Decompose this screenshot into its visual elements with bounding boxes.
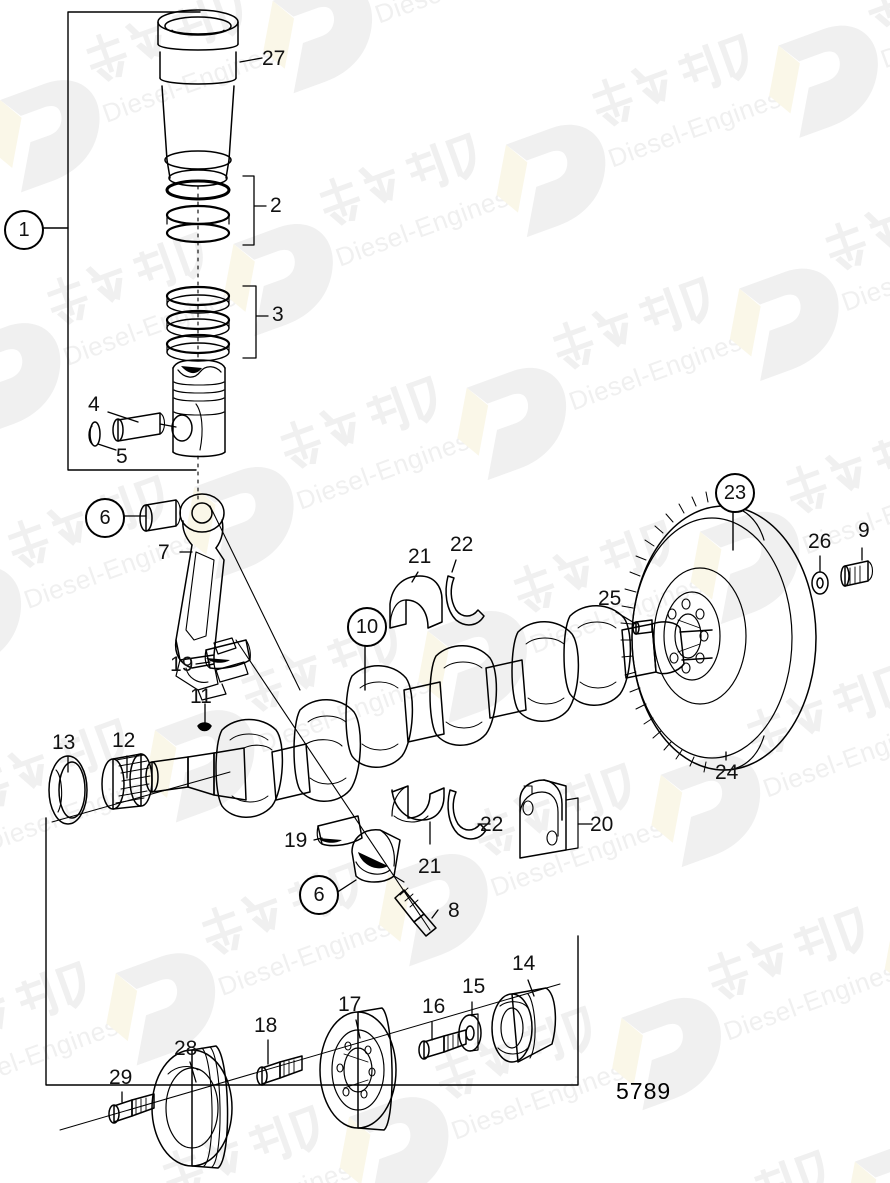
callout-17[interactable]: 17 xyxy=(338,993,362,1016)
callout-29[interactable]: 29 xyxy=(109,1066,133,1089)
callout-22-upper[interactable]: 22 xyxy=(450,533,474,556)
callout-23[interactable]: 23 xyxy=(715,473,755,513)
piston xyxy=(171,359,226,458)
flywheel xyxy=(620,488,817,773)
callout-12[interactable]: 12 xyxy=(112,729,136,752)
circlip xyxy=(88,421,101,447)
callout-22-lower[interactable]: 22 xyxy=(480,813,504,836)
damper-bolt xyxy=(256,1055,303,1086)
callout-8[interactable]: 8 xyxy=(448,899,460,922)
callout-21-upper[interactable]: 21 xyxy=(408,545,432,568)
rod-bearing-shell-lower xyxy=(316,815,363,847)
callout-19-upper[interactable]: 19 xyxy=(170,653,194,676)
callout-7[interactable]: 7 xyxy=(158,541,170,564)
hub-bolt xyxy=(418,1029,467,1060)
main-bearing-cap xyxy=(519,779,579,859)
callout-26[interactable]: 26 xyxy=(808,530,832,553)
connecting-rod xyxy=(174,493,249,701)
hub-washer xyxy=(458,1013,482,1052)
callout-19-lower[interactable]: 19 xyxy=(284,829,308,852)
callout-20[interactable]: 20 xyxy=(590,813,614,836)
callout-28[interactable]: 28 xyxy=(174,1037,198,1060)
callout-3[interactable]: 3 xyxy=(272,303,284,326)
callout-4[interactable]: 4 xyxy=(88,393,100,416)
callout-10[interactable]: 10 xyxy=(347,607,387,647)
vibration-damper-hub xyxy=(491,987,557,1063)
callout-2[interactable]: 2 xyxy=(270,194,282,217)
callout-6-small-end[interactable]: 6 xyxy=(85,498,125,538)
callout-18[interactable]: 18 xyxy=(254,1014,278,1037)
callout-14[interactable]: 14 xyxy=(512,952,536,975)
callout-25[interactable]: 25 xyxy=(598,587,622,610)
callout-27[interactable]: 27 xyxy=(262,47,286,70)
bracket-bottom-assembly xyxy=(45,817,579,1086)
main-bearing-shell-lower xyxy=(391,785,445,823)
connecting-rod-bolt xyxy=(394,887,437,937)
main-bearing-shell-upper xyxy=(389,575,443,629)
callout-24[interactable]: 24 xyxy=(715,761,739,784)
thrust-washer-upper xyxy=(445,575,485,626)
piston-pin xyxy=(112,412,166,442)
cylinder-liner xyxy=(157,9,239,187)
timing-gear xyxy=(101,753,153,810)
woodruff-key xyxy=(197,722,212,732)
vibration-damper xyxy=(319,1007,397,1131)
connecting-rod-cap xyxy=(351,829,405,883)
piston-ring-set xyxy=(165,285,231,362)
callout-15[interactable]: 15 xyxy=(462,975,486,998)
callout-9[interactable]: 9 xyxy=(858,519,870,542)
flywheel-bolt xyxy=(840,560,874,587)
callout-16[interactable]: 16 xyxy=(422,995,446,1018)
callout-6-rod-cap[interactable]: 6 xyxy=(299,875,339,915)
callout-13[interactable]: 13 xyxy=(52,731,76,754)
callout-11[interactable]: 11 xyxy=(190,685,212,708)
drawing-number: 5789 xyxy=(616,1078,672,1104)
callout-5[interactable]: 5 xyxy=(116,445,128,468)
callout-1[interactable]: 1 xyxy=(4,210,44,250)
callout-21-lower[interactable]: 21 xyxy=(418,855,442,878)
